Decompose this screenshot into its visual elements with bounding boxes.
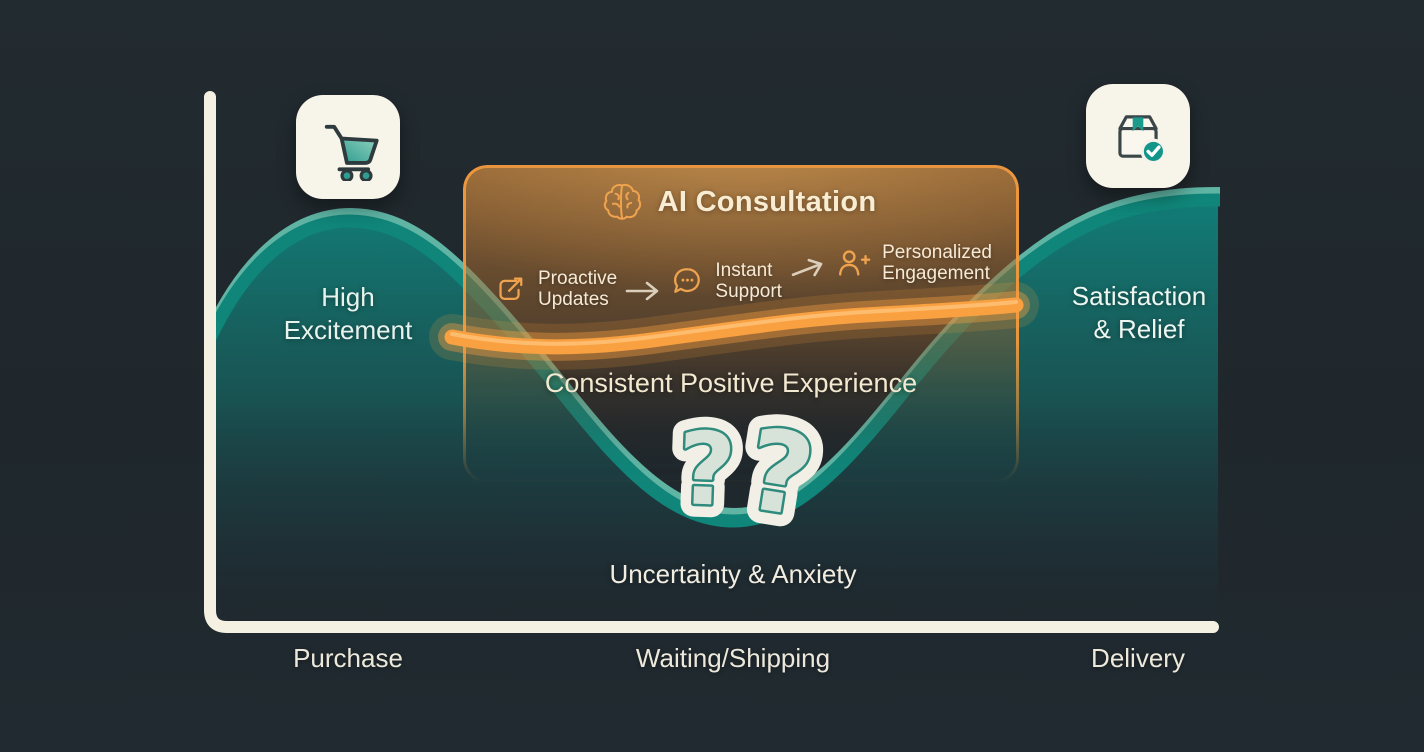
delivery-tile	[1086, 84, 1190, 188]
calendar-export-icon	[499, 277, 523, 301]
step-instant-support: Instant Support	[669, 260, 782, 302]
step-label: Instant Support	[715, 260, 782, 302]
chat-dots-icon	[674, 268, 701, 293]
stage-label-waiting-shipping: Waiting/Shipping	[635, 643, 831, 673]
brain-icon	[603, 183, 641, 220]
ai-panel-steps: Proactive Updates Instant Support	[492, 242, 992, 310]
svg-text:?: ?	[676, 410, 738, 529]
step-label: Personalized Engagement	[882, 242, 992, 284]
arrow-right-icon	[625, 281, 659, 301]
step-proactive-updates: Proactive Updates	[492, 268, 617, 310]
curve-area-fill	[206, 200, 1218, 620]
axis-line	[204, 91, 1219, 633]
stage-label-delivery: Delivery	[1091, 643, 1185, 673]
ai-panel-title: AI Consultation	[657, 185, 877, 218]
emotion-uncertainty-anxiety: Uncertainty & Anxiety	[609, 559, 857, 589]
step-personalized-engagement: Personalized Engagement	[834, 242, 992, 284]
arrow-up-right-icon	[791, 258, 823, 277]
package-check-icon	[1118, 115, 1167, 165]
emotion-high-excitement: High Excitement	[283, 282, 413, 345]
wave-caption: Consistent Positive Experience	[544, 368, 918, 398]
user-plus-icon	[839, 250, 871, 276]
purchase-tile	[296, 95, 400, 199]
emotion-satisfaction-relief: Satisfaction & Relief	[1071, 281, 1207, 344]
stage-label-purchase: Purchase	[293, 643, 403, 673]
shopping-cart-icon	[324, 124, 379, 181]
step-label: Proactive Updates	[538, 268, 618, 310]
ai-panel-title-row: AI Consultation	[463, 180, 1013, 224]
curve-stroke	[205, 193, 1220, 528]
